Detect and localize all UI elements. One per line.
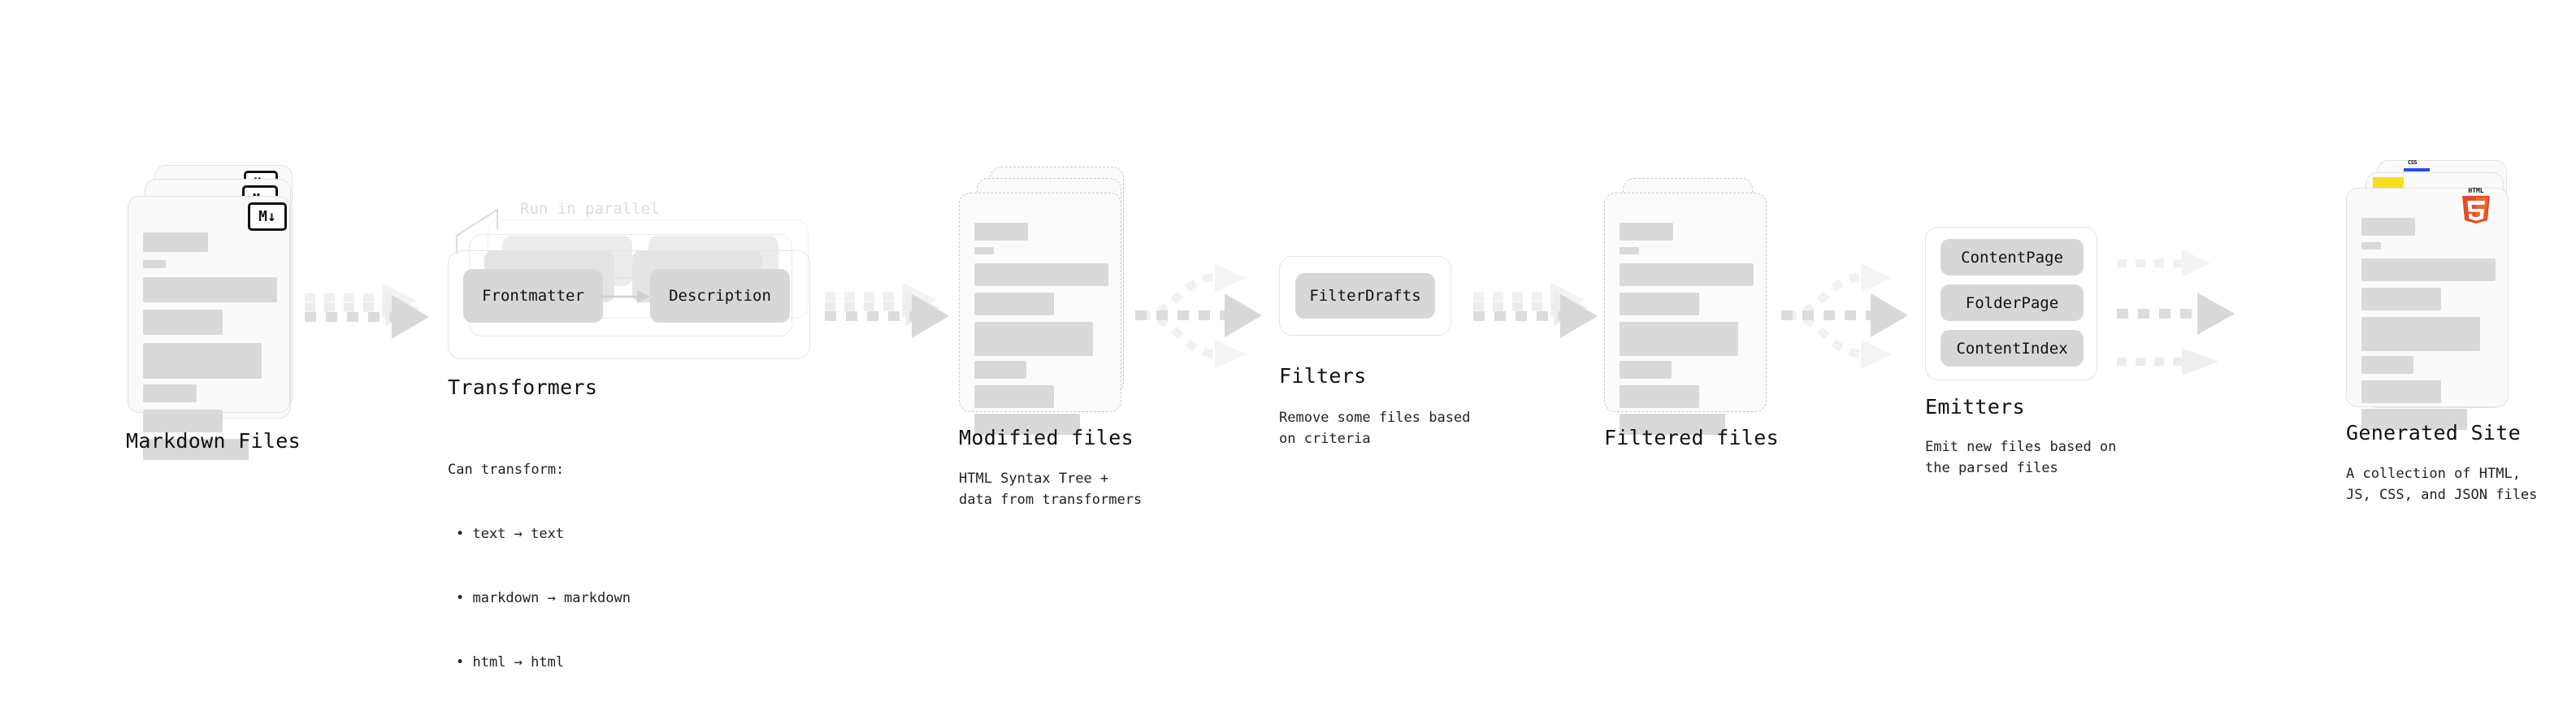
placeholder-bar	[2361, 218, 2415, 236]
connector-filters-to-filtered	[1473, 282, 1598, 338]
emitters-chip-contentindex[interactable]: ContentIndex	[1941, 330, 2084, 367]
emitters-chip-folderpage[interactable]: FolderPage	[1941, 284, 2084, 321]
stage-caption-filters: Filters	[1279, 364, 1367, 388]
placeholder-bar	[2361, 288, 2441, 310]
transformers-subcaption: Can transform: • text → text • markdown …	[448, 416, 631, 716]
transformer-arrow-back1	[605, 272, 649, 284]
placeholder-bar	[143, 384, 197, 402]
connector-markdown-to-transformers	[305, 283, 429, 339]
placeholder-bar	[1620, 293, 1699, 315]
placeholder-bar	[1620, 361, 1672, 379]
html5-icon: HTML	[2462, 187, 2490, 223]
transform-item: • html → html	[456, 653, 565, 670]
transformer-arrow-front	[601, 290, 650, 303]
connector-filtered-to-emitters	[1781, 263, 1908, 369]
placeholder-bar	[974, 322, 1093, 356]
site-card-front-html	[2346, 188, 2509, 430]
placeholder-bar	[1620, 263, 1754, 286]
modified-files-subcaption: HTML Syntax Tree + data from transformer…	[959, 471, 1143, 509]
placeholder-bar	[1620, 322, 1738, 356]
placeholder-bar	[1620, 223, 1673, 241]
css-icon	[2404, 168, 2430, 171]
markdown-badge-text: M↓	[258, 208, 276, 225]
placeholder-bar	[143, 232, 208, 252]
placeholder-bar	[2361, 409, 2467, 430]
emitters-subcaption: Emit new files based on the parsed files	[1925, 439, 2117, 477]
emitters-panel	[1925, 227, 2097, 380]
placeholder-bar	[974, 223, 1028, 241]
placeholder-bar	[974, 247, 994, 254]
stage-caption-generated-site: Generated Site	[2346, 421, 2521, 445]
filters-subcaption: Remove some files based on criteria	[1279, 410, 1471, 448]
stage-caption-emitters: Emitters	[1925, 395, 2025, 419]
placeholder-bar	[143, 410, 223, 432]
stage-caption-markdown-files: Markdown Files	[126, 429, 301, 453]
stage-caption-transformers: Transformers	[448, 375, 598, 399]
placeholder-bar	[1620, 414, 1725, 435]
markdown-icon: M↓	[248, 202, 287, 231]
stage-caption-modified-files: Modified files	[959, 426, 1134, 449]
markdown-card-front	[128, 196, 290, 460]
generated-site-subcaption: A collection of HTML, JS, CSS, and JSON …	[2346, 466, 2538, 504]
run-in-parallel-label: Run in parallel	[520, 200, 660, 218]
svg-text:HTML: HTML	[2468, 187, 2483, 194]
placeholder-bar	[143, 277, 277, 302]
transformer-chip-description[interactable]: Description	[650, 269, 790, 323]
placeholder-bar	[2361, 356, 2413, 374]
placeholder-bar	[1620, 247, 1639, 254]
transformer-panel-front	[448, 250, 810, 359]
connector-transformers-to-modified	[825, 282, 949, 338]
placeholder-bar	[143, 310, 223, 335]
placeholder-bar	[1620, 385, 1699, 408]
transform-item: • markdown → markdown	[456, 589, 631, 606]
can-transform-label: Can transform:	[448, 461, 565, 478]
connector-modified-to-filters	[1135, 263, 1262, 369]
placeholder-bar	[2361, 317, 2480, 351]
filters-chip-filterdrafts[interactable]: FilterDrafts	[1295, 273, 1435, 319]
placeholder-bar	[2361, 380, 2441, 403]
placeholder-bar	[974, 414, 1080, 435]
placeholder-bar	[974, 293, 1054, 315]
stage-caption-filtered-files: Filtered files	[1604, 426, 1779, 449]
placeholder-bar	[143, 439, 249, 460]
placeholder-bar	[143, 343, 262, 379]
placeholder-bar	[2361, 242, 2381, 250]
transform-item: • text → text	[456, 525, 565, 542]
placeholder-bar	[143, 260, 166, 268]
connector-emitters-to-site	[2117, 250, 2235, 375]
placeholder-bar	[974, 263, 1108, 286]
css-icon-label: CSS	[2408, 159, 2418, 166]
filtered-card-front	[1604, 193, 1767, 435]
filters-panel	[1279, 256, 1451, 336]
emitters-chip-contentpage[interactable]: ContentPage	[1941, 239, 2084, 276]
placeholder-bar	[974, 361, 1026, 379]
transformer-chip-frontmatter[interactable]: Frontmatter	[463, 269, 603, 323]
placeholder-bar	[2361, 258, 2496, 281]
placeholder-bar	[974, 385, 1054, 408]
modified-card-front	[959, 193, 1121, 435]
